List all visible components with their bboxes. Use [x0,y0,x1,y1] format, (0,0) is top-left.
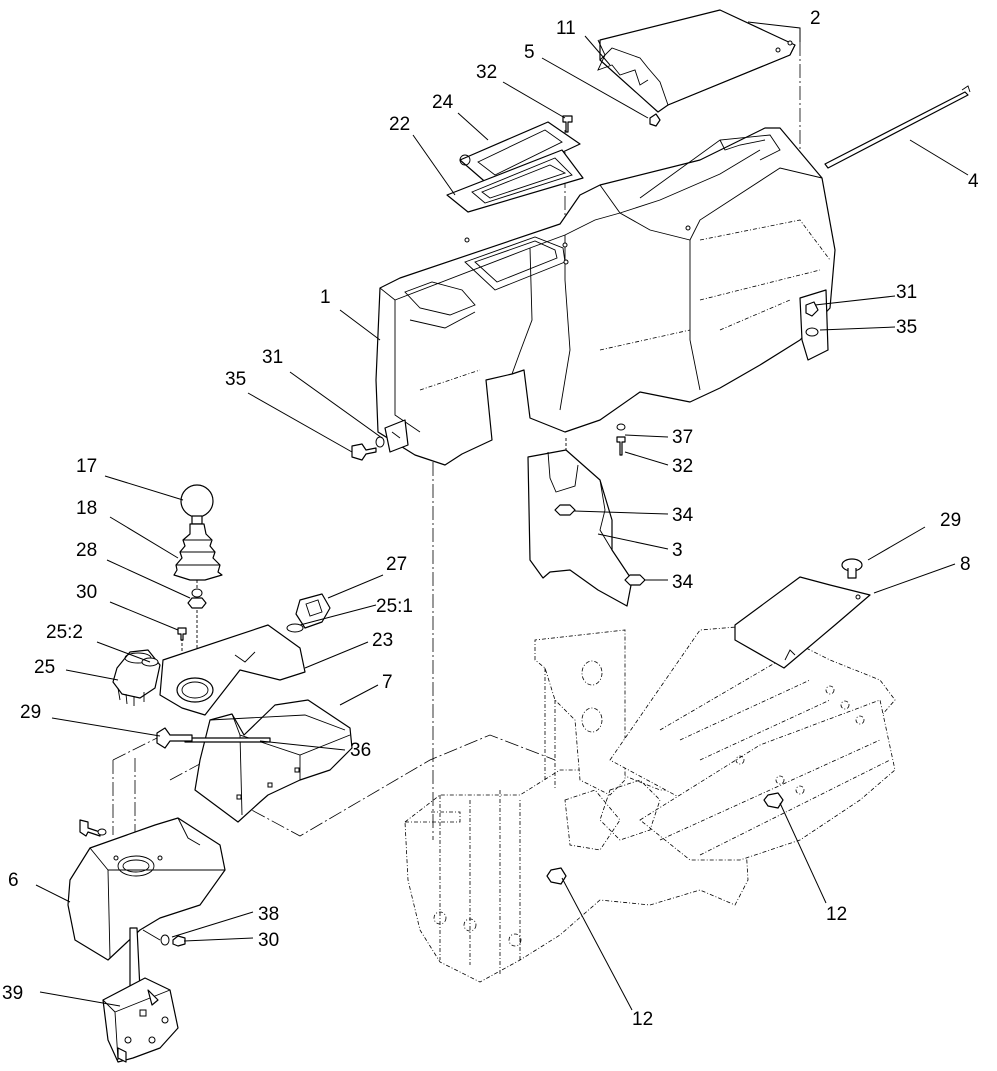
callout-2: 2 [810,8,821,29]
callout-18: 18 [76,498,97,519]
connector-27 [286,593,331,633]
console-hood [375,127,836,466]
callout-7: 7 [382,672,393,693]
callout-22: 22 [389,114,410,135]
hardware [187,113,819,885]
callout-11: 11 [556,18,576,39]
mounting-bracket [184,699,353,823]
callout-30-top: 30 [76,582,97,603]
callout-37: 37 [672,427,693,448]
callout-29-right: 29 [940,510,961,531]
callout-29-left: 29 [20,702,41,723]
callout-30-bottom: 30 [258,930,279,951]
ignition-switch [112,649,161,706]
callout-39: 39 [2,983,23,1004]
callout-34-top: 34 [672,505,694,526]
callout-12-bottom: 12 [632,1009,653,1030]
callout-24: 24 [432,92,454,113]
callouts: 2 11 5 32 24 22 4 1 31 35 31 35 37 32 34… [2,8,979,1030]
callout-5: 5 [524,42,535,63]
callout-6: 6 [8,870,19,891]
callout-36: 36 [350,740,371,761]
callout-28: 28 [76,540,97,561]
side-plate [527,449,633,607]
rear-floor-panel [734,576,871,669]
control-panel-plate [159,624,306,716]
callout-3: 3 [672,540,683,561]
callout-31-left: 35 [225,369,246,390]
washer-38-screw-30 [142,929,186,947]
callout-25-1: 25:1 [376,596,413,617]
callout-1: 1 [320,287,331,308]
callout-17: 17 [76,456,97,477]
screw-30-top [177,627,187,641]
callout-4: 4 [968,171,979,192]
rod [824,85,971,169]
callout-34-bottom: 34 [672,572,694,593]
rear-cover-panel [597,9,796,124]
leader-lines [35,21,969,1011]
callout-35-left: 31 [262,347,283,368]
chassis-frame [112,624,896,983]
callout-25-2: 25:2 [46,622,83,643]
shift-knob [180,484,214,525]
callout-35-right: 35 [896,317,917,338]
callout-38: 38 [258,904,279,925]
shift-lever-bracket [102,927,179,1063]
callout-32-top: 32 [476,62,497,83]
lower-cover [67,817,226,961]
screw-6-top [79,819,107,837]
gaskets [446,121,584,213]
callout-31-right: 31 [896,282,917,303]
callout-8: 8 [960,554,971,575]
callout-32-mid: 32 [672,456,693,477]
callout-23: 23 [372,630,393,651]
knob-29-right [841,558,863,579]
callout-12-right: 12 [826,904,847,925]
bolt-29-left [156,727,193,749]
callout-25: 25 [34,657,55,678]
shift-boot [173,523,223,598]
callout-27: 27 [386,554,407,575]
